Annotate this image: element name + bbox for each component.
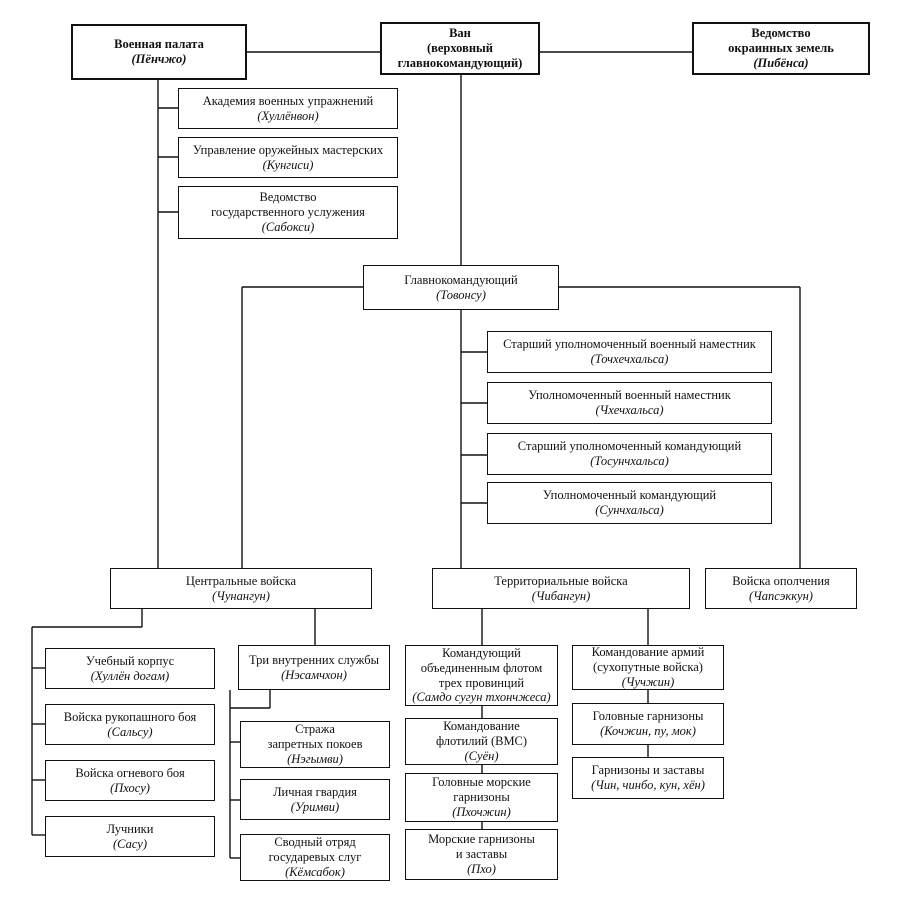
kochzhin-box: Головные гарнизоны (Кочжин, пу, мок) [572, 703, 724, 745]
pibensa-box: Ведомство окраинных земель (Пибёнса) [692, 22, 870, 75]
chuchzhin-box: Командование армий (сухопутные войска) (… [572, 645, 724, 690]
box-title: Старший уполномоченный командующий [517, 439, 742, 454]
chkhechkhalsa-box: Уполномоченный военный наместник (Чхечха… [487, 382, 772, 424]
pkhochzhin-box: Головные морские гарнизоны (Пхочжин) [405, 773, 558, 822]
box-subtitle: (Сальсу) [107, 724, 153, 739]
box-subtitle: (Точхечхальса) [590, 352, 669, 366]
tosunchkhalsa-box: Старший уполномоченный командующий (Тосу… [487, 433, 772, 475]
box-title: Ведомство окраинных земель [728, 26, 834, 56]
box-title: Морские гарнизоны и заставы [428, 832, 535, 862]
sunchkhalsa-box: Уполномоченный командующий (Сунчхальса) [487, 482, 772, 524]
box-title: Уполномоченный военный наместник [528, 388, 731, 403]
pkho-box: Морские гарнизоны и заставы (Пхо) [405, 829, 558, 880]
box-subtitle: (Товонсу) [436, 287, 486, 302]
box-subtitle: (Кочжин, пу, мок) [600, 724, 696, 738]
uchebny-korpus-box: Учебный корпус (Хуллён догам) [45, 648, 215, 689]
box-subtitle: (Пёнчжо) [131, 52, 187, 66]
chunangun-box: Центральные войска (Чунангун) [110, 568, 372, 609]
box-title: Территориальные войска [494, 573, 628, 588]
box-title: Войска рукопашного боя [63, 709, 197, 724]
box-subtitle: (Кёмсабок) [285, 864, 345, 879]
box-subtitle: (Хуллёнвон) [257, 108, 319, 123]
box-subtitle: (Уримви) [290, 799, 340, 814]
box-title: Главнокомандующий [404, 272, 518, 287]
box-title: Ведомство государственного услужения [211, 190, 365, 220]
box-title: Военная палата [114, 37, 204, 52]
box-title: Командующий объединенным флотом трех про… [420, 646, 543, 690]
nesamchkhon-box: Три внутренних службы (Нэсамчхон) [238, 645, 390, 690]
urimvi-box: Личная гвардия (Уримви) [240, 779, 390, 820]
box-subtitle: (Чунангун) [212, 588, 270, 603]
box-subtitle: (Суён) [464, 748, 499, 763]
box-title: Головные гарнизоны [592, 709, 704, 724]
chibangun-box: Территориальные войска (Чибангун) [432, 568, 690, 609]
kemsabok-box: Сводный отряд государевых слуг (Кёмсабок… [240, 834, 390, 881]
box-subtitle: (Чибангун) [531, 588, 591, 603]
sasu-box: Лучники (Сасу) [45, 816, 215, 857]
box-title: Академия военных упражнений [202, 93, 374, 108]
box-subtitle: (Хуллён догам) [90, 668, 170, 683]
kungisi-box: Управление оружейных мастерских (Кунгиси… [178, 137, 398, 178]
box-title: Сводный отряд государевых слуг [268, 835, 362, 865]
box-title: Стража запретных покоев [267, 722, 363, 752]
box-subtitle: (Кунгиси) [262, 157, 314, 172]
box-title: Командование флотилий (ВМС) [435, 719, 528, 749]
box-subtitle: (Чучжин) [621, 674, 675, 689]
box-subtitle: (Чин, чинбо, кун, хён) [591, 778, 705, 792]
box-subtitle: (Пхочжин) [452, 804, 511, 819]
khullenvon-box: Академия военных упражнений (Хуллёнвон) [178, 88, 398, 129]
box-title: Лучники [106, 821, 154, 836]
box-title: Головные морские гарнизоны [432, 775, 531, 805]
samdo-sugun-box: Командующий объединенным флотом трех про… [405, 645, 558, 706]
box-title: Учебный корпус [85, 653, 175, 668]
box-title: Войска ополчения [732, 573, 830, 588]
box-subtitle: (Сунчхальса) [595, 503, 664, 517]
van-box: Ван (верховный главнокомандующий) [380, 22, 540, 75]
box-title: Командование армий (сухопутные войска) [591, 645, 705, 675]
tochkhechkhalsa-box: Старший уполномоченный военный наместник… [487, 331, 772, 373]
chapsekkun-box: Войска ополчения (Чапсэккун) [705, 568, 857, 609]
box-title: Три внутренних службы [248, 652, 380, 667]
box-subtitle: (Пибёнса) [753, 55, 809, 70]
voennaya-palata-box: Военная палата (Пёнчжо) [71, 24, 247, 80]
pkhosu-box: Войска огневого боя (Пхосу) [45, 760, 215, 801]
box-subtitle: (Чхечхальса) [595, 403, 664, 417]
box-title: Центральные войска [185, 573, 297, 588]
box-subtitle: (Нэгымви) [287, 751, 343, 766]
box-title: Уполномоченный командующий [542, 488, 717, 503]
box-subtitle: (Пхосу) [110, 780, 150, 795]
suen-box: Командование флотилий (ВМС) (Суён) [405, 718, 558, 765]
box-title: Старший уполномоченный военный наместник [503, 337, 756, 352]
box-title: Войска огневого боя [75, 765, 185, 780]
box-subtitle: (Сабокси) [261, 219, 315, 234]
box-subtitle: (Чапсэккун) [749, 588, 813, 603]
box-subtitle: (Нэсамчхон) [281, 667, 347, 682]
chin-box: Гарнизоны и заставы (Чин, чинбо, кун, хё… [572, 757, 724, 799]
salsu-box: Войска рукопашного боя (Сальсу) [45, 704, 215, 745]
saboksi-box: Ведомство государственного услужения (Са… [178, 186, 398, 239]
box-title: Ван (верховный главнокомандующий) [397, 26, 523, 70]
negymvi-box: Стража запретных покоев (Нэгымви) [240, 721, 390, 768]
box-title: Гарнизоны и заставы [591, 763, 705, 778]
box-subtitle: (Пхо) [467, 861, 496, 876]
box-title: Управление оружейных мастерских [192, 142, 384, 157]
box-subtitle: (Тосунчхальса) [590, 454, 669, 468]
tovonsu-box: Главнокомандующий (Товонсу) [363, 265, 559, 310]
box-subtitle: (Сасу) [112, 836, 147, 851]
box-subtitle: (Самдо сугун тхончжеса) [412, 690, 551, 705]
box-title: Личная гвардия [273, 784, 357, 799]
